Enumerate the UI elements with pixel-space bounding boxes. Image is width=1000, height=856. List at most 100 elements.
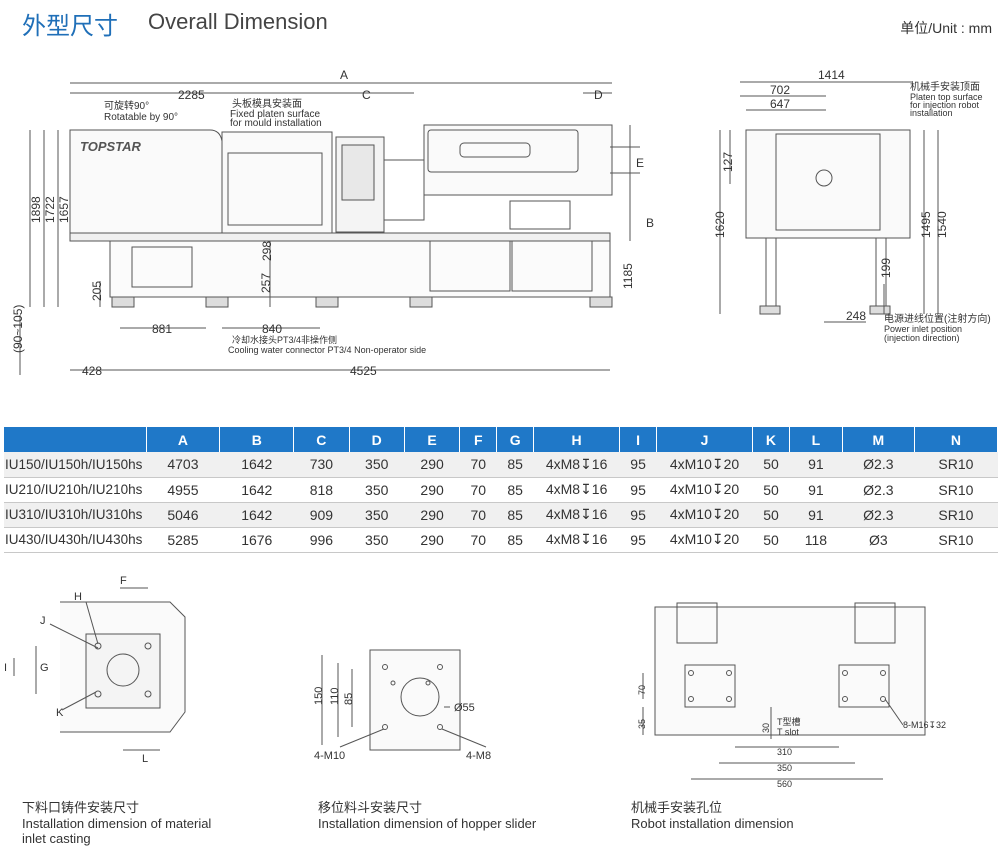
dim-150: 150 [313, 687, 325, 705]
dim-257: 257 [259, 273, 273, 293]
dim-35: 35 [637, 719, 647, 729]
label-4-m10: 4-M10 [314, 750, 345, 762]
dim-B: B [646, 216, 654, 230]
cooling-label-en: Cooling water connector PT3/4 Non-operat… [228, 345, 426, 355]
table-cell: 4955 [146, 477, 220, 503]
table-cell: Ø3 [842, 527, 915, 553]
dim-55: Ø55 [454, 702, 475, 714]
table-header: K [752, 427, 790, 452]
table-cell: 70 [459, 452, 497, 478]
front-view-drawing: A 2285 C D E B 1185 1898 1722 1657 205 2… [11, 68, 654, 378]
table-cell: 50 [752, 477, 790, 503]
table-cell: 70 [459, 502, 497, 528]
power-inlet-label-cn: 电源进线位置(注射方向) [884, 312, 991, 325]
table-cell: 290 [404, 452, 460, 478]
dim-30: 30 [761, 723, 771, 733]
dim-1495: 1495 [919, 211, 933, 238]
table-header: M [842, 427, 915, 452]
detail1-label-J: J [40, 615, 46, 627]
dim-298: 298 [260, 241, 274, 261]
robot-top-label-cn: 机械手安装顶面 [910, 80, 980, 93]
table-cell: 91 [789, 477, 843, 503]
dim-1898: 1898 [29, 196, 43, 223]
rotate-label-en: Rotatable by 90° [104, 112, 178, 123]
table-cell: 350 [349, 502, 405, 528]
table-cell: 818 [293, 477, 350, 503]
table-cell: 350 [349, 477, 405, 503]
table-cell: 91 [789, 452, 843, 478]
dim-350: 350 [777, 763, 792, 773]
table-header: F [459, 427, 498, 452]
table-cell: Ø2.3 [842, 477, 915, 503]
table-cell: 95 [619, 527, 657, 553]
table-cell: 290 [404, 527, 460, 553]
dim-702: 702 [770, 83, 790, 97]
dim-70: 70 [637, 685, 647, 695]
detail1-label-L: L [142, 753, 148, 765]
table-header-row: A B C D E F G H I J K L M N [4, 427, 999, 452]
dim-1540: 1540 [935, 211, 949, 238]
detail1-label-F: F [120, 575, 127, 587]
dim-127: 127 [721, 152, 735, 172]
table-cell: 5046 [146, 502, 220, 528]
dim-110: 110 [329, 687, 341, 705]
table-cell: 95 [619, 452, 657, 478]
table-cell: 95 [619, 502, 657, 528]
dim-1185: 1185 [621, 263, 635, 289]
label-8-m16: 8-M16↧32 [903, 720, 946, 730]
table-cell: 996 [293, 527, 350, 553]
side-view-drawing: 1414 702 647 127 1620 1495 1540 199 248 … [713, 70, 991, 343]
detail1-caption-en2: inlet casting [22, 831, 91, 846]
rotate-label-cn: 可旋转90° [104, 99, 149, 112]
dim-205: 205 [90, 281, 104, 301]
dim-881: 881 [152, 322, 172, 336]
table-cell: 4xM10↧20 [656, 452, 753, 478]
dim-C: C [362, 88, 371, 102]
robot-top-label-en1: Platen top surface [910, 92, 983, 102]
detail1-label-I: I [4, 662, 7, 674]
table-header: L [789, 427, 843, 452]
detail2-caption: 移位料斗安装尺寸 Installation dimension of hoppe… [318, 801, 536, 831]
table-cell: 4xM8↧16 [533, 477, 620, 503]
platen-label-en1: Fixed platen surface [230, 109, 320, 120]
table-cell: IU430/IU430h/IU430hs [4, 527, 146, 553]
table-cell: 4703 [146, 452, 220, 478]
robot-top-label-en3: installation [910, 108, 953, 118]
dim-4525: 4525 [350, 364, 377, 378]
table-header: H [533, 427, 621, 452]
brand-logo: TOPSTAR [80, 139, 142, 154]
table-header: B [219, 427, 295, 452]
table-cell: Ø2.3 [842, 452, 915, 478]
table-cell: 50 [752, 452, 790, 478]
robot-top-label-en2: for injection robot [910, 100, 980, 110]
table-cell: 1642 [219, 477, 294, 503]
table-cell: 1642 [219, 502, 294, 528]
page-title-cn: 外型尺寸 [22, 12, 118, 40]
table-cell: IU210/IU210h/IU210hs [4, 477, 146, 503]
dim-1722: 1722 [43, 196, 57, 223]
dim-85: 85 [343, 693, 355, 705]
detail3-caption: 机械手安装孔位 Robot installation dimension [631, 801, 794, 831]
table-cell: 4xM10↧20 [656, 477, 753, 503]
dim-2285: 2285 [178, 88, 205, 102]
detail1-label-H: H [74, 591, 82, 603]
table-cell: Ø2.3 [842, 502, 915, 528]
table-header: G [496, 427, 535, 452]
tslot-label-cn: T型槽 [777, 716, 801, 727]
table-cell: 4xM10↧20 [656, 527, 753, 553]
detail3-caption-cn: 机械手安装孔位 [631, 801, 723, 816]
platen-label-cn: 头板模具安装面 [232, 97, 302, 110]
detail2-caption-cn: 移位料斗安装尺寸 [318, 801, 423, 816]
table-cell: 909 [293, 502, 350, 528]
table-cell: 350 [349, 452, 405, 478]
hopper-slider-drawing: 150 110 85 Ø55 4-M10 4-M8 [313, 649, 491, 762]
detail1-caption-en1: Installation dimension of material [22, 816, 212, 831]
table-cell: 4xM8↧16 [533, 527, 620, 553]
dim-A: A [340, 68, 348, 82]
detail2-caption-en: Installation dimension of hopper slider [318, 816, 537, 831]
dim-1657: 1657 [57, 196, 71, 223]
table-cell: 85 [496, 502, 534, 528]
